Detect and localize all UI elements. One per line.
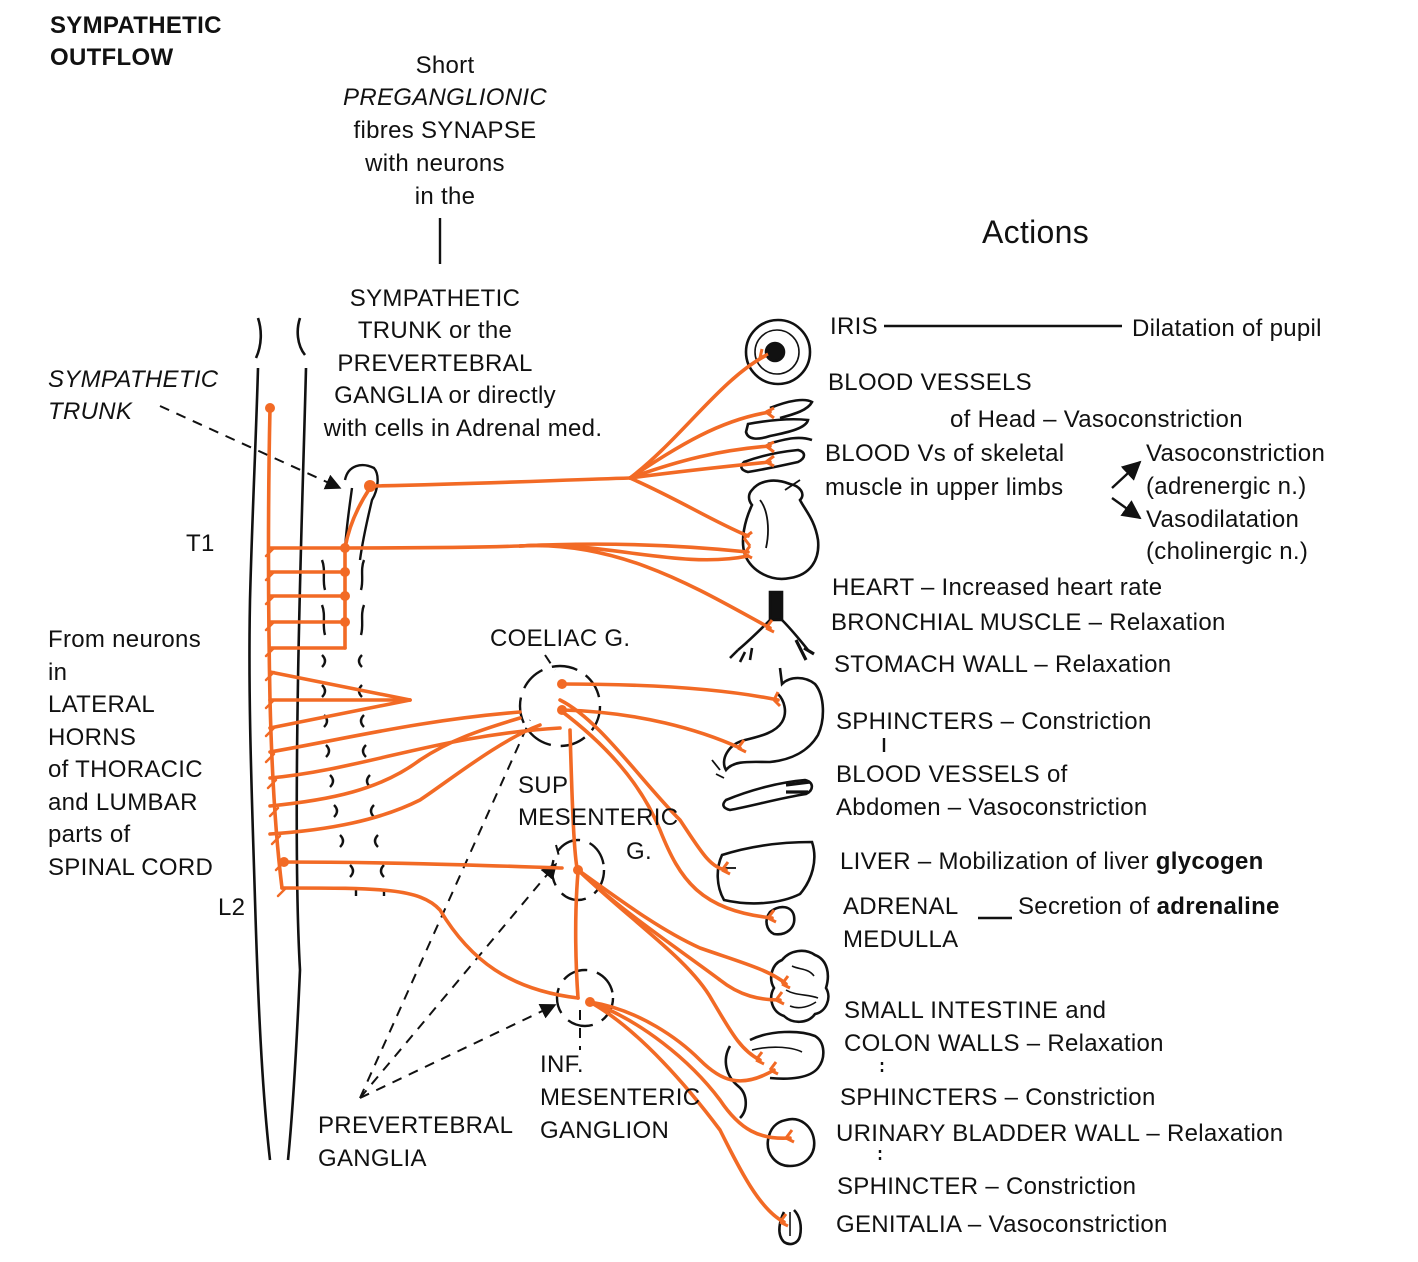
- stomach-organ: [711, 667, 825, 779]
- bladder-label: URINARY BLADDER WALL – Relaxation: [836, 1120, 1284, 1147]
- bronchial-label: BRONCHIAL MUSCLE – Relaxation: [831, 609, 1226, 636]
- sup-mesenteric-label-1: SUP: [518, 772, 569, 799]
- genitalia-label: GENITALIA – Vasoconstriction: [836, 1211, 1168, 1238]
- liver-label-text: LIVER – Mobilization of liver: [840, 848, 1156, 875]
- origin-line-6: and LUMBAR: [48, 788, 198, 816]
- intestine-label-1: SMALL INTESTINE and: [844, 997, 1107, 1024]
- head-vessels-label-1: BLOOD VESSELS: [828, 369, 1032, 396]
- synapse-line-4: GANGLIA or directly: [334, 382, 556, 409]
- actions-heading: Actions: [982, 214, 1090, 250]
- origin-label: From neurons in LATERAL HORNS of THORACI…: [48, 624, 213, 884]
- vasodilatation-label: Vasodilatation: [1146, 506, 1300, 533]
- sympathetic-trunk-chain: [320, 464, 386, 896]
- genitalia-organ: [778, 1209, 803, 1246]
- inf-mesenteric-label-2: MESENTERIC: [540, 1084, 701, 1111]
- synapse-line-1: SYMPATHETIC: [349, 285, 521, 312]
- inferior-mesenteric-ganglion: [555, 968, 615, 1028]
- nerve-fibres: [264, 354, 792, 1224]
- origin-line-1: From neurons: [48, 626, 201, 653]
- head-vessels-label-2: of Head – Vasoconstriction: [950, 406, 1243, 433]
- liver-label: LIVER – Mobilization of liver glycogen: [840, 850, 1264, 874]
- sympathetic-trunk-label-1: SYMPATHETIC: [48, 366, 219, 393]
- inf-mesenteric-label-1: INF.: [540, 1051, 584, 1078]
- prevertebral-label-1: PREVERTEBRAL: [318, 1112, 514, 1139]
- liver-organ: [716, 840, 816, 905]
- abdomen-vessels-label-1: BLOOD VESSELS of: [836, 761, 1068, 788]
- title-line-2: OUTFLOW: [50, 44, 174, 71]
- lateral-horn-column: [266, 406, 284, 890]
- bronchi-organ: [729, 590, 815, 663]
- intestine-label-2: COLON WALLS – Relaxation: [844, 1030, 1164, 1057]
- adrenal-label-1: ADRENAL: [843, 893, 959, 920]
- sphincters-label-1: SPHINCTERS – Constriction: [836, 708, 1152, 735]
- adrenal-action-text: Secretion of: [1018, 893, 1157, 920]
- adrenal-organ: [765, 905, 796, 936]
- iris-action-label: Dilatation of pupil: [1132, 315, 1322, 342]
- intro-line-2: PREGANGLIONIC: [343, 84, 547, 111]
- adrenergic-label: (adrenergic n.): [1146, 473, 1307, 500]
- l2-label: L2: [218, 894, 246, 921]
- small-intestine-organ: [769, 949, 830, 1024]
- sphincter-label-3: SPHINCTER – Constriction: [837, 1173, 1137, 1200]
- head-vessels-organ: [740, 398, 814, 474]
- fibre-end-forks: [720, 348, 795, 1228]
- fibre-endings: [265, 403, 595, 1007]
- intro-line-3: fibres SYNAPSE: [353, 117, 537, 144]
- iris-label: IRIS: [830, 313, 878, 340]
- spinal-cord-outline: [248, 317, 308, 1161]
- coeliac-ganglion: [518, 664, 602, 748]
- intro-line-5: in the: [414, 183, 476, 210]
- colon-organ: [724, 1030, 825, 1119]
- prevertebral-label-2: GANGLIA: [318, 1145, 427, 1172]
- heart-label: HEART – Increased heart rate: [832, 574, 1163, 601]
- connector-lines: [438, 218, 1142, 1164]
- intro-line-4: with neurons: [365, 150, 505, 177]
- origin-line-8: SPINAL CORD: [48, 853, 214, 881]
- sup-mesenteric-label-3: G.: [626, 838, 652, 865]
- synapse-line-2: TRUNK or the: [357, 317, 513, 344]
- vasoconstriction-label: Vasoconstriction: [1146, 440, 1326, 467]
- pointer-lines: [159, 405, 581, 1099]
- heart-organ: [741, 479, 820, 581]
- coeliac-label: COELIAC G.: [490, 625, 631, 652]
- skeletal-vessels-label-1: BLOOD Vs of skeletal: [825, 440, 1065, 467]
- cholinergic-label: (cholinergic n.): [1146, 538, 1309, 565]
- synapse-line-5: with cells in Adrenal med.: [323, 415, 603, 442]
- intro-line-1: Short: [415, 52, 475, 79]
- bladder-organ: [766, 1117, 816, 1168]
- synapse-line-3: PREVERTEBRAL: [337, 350, 533, 377]
- sup-mesenteric-label-2: MESENTERIC: [518, 804, 679, 831]
- abdomen-vessels-label-2: Abdomen – Vasoconstriction: [836, 794, 1148, 821]
- adrenal-label-2: MEDULLA: [843, 926, 959, 953]
- origin-line-5: of THORACIC: [48, 756, 203, 783]
- origin-line-3: LATERAL: [48, 691, 156, 718]
- prevertebral-ganglia-outlines: [518, 664, 615, 1028]
- adrenal-action-label: Secretion of adrenaline: [1018, 895, 1280, 919]
- iris-organ: [744, 318, 812, 386]
- organ-sketches: [711, 318, 830, 1246]
- title-line-1: SYMPATHETIC: [50, 12, 222, 39]
- origin-line-2: in: [48, 658, 68, 686]
- liver-label-bold: glycogen: [1155, 848, 1264, 875]
- t1-label: T1: [186, 530, 215, 557]
- inf-mesenteric-label-3: GANGLION: [540, 1117, 670, 1144]
- origin-line-7: parts of: [48, 821, 131, 848]
- sphincters-label-2: SPHINCTERS – Constriction: [840, 1084, 1156, 1111]
- adrenal-action-bold: adrenaline: [1156, 893, 1280, 920]
- sympathetic-trunk-label-2: TRUNK: [48, 398, 133, 425]
- origin-line-4: HORNS: [48, 723, 137, 751]
- abdomen-vessels-organ: [722, 778, 814, 812]
- skeletal-vessels-label-2: muscle in upper limbs: [825, 474, 1064, 501]
- stomach-label: STOMACH WALL – Relaxation: [834, 651, 1172, 678]
